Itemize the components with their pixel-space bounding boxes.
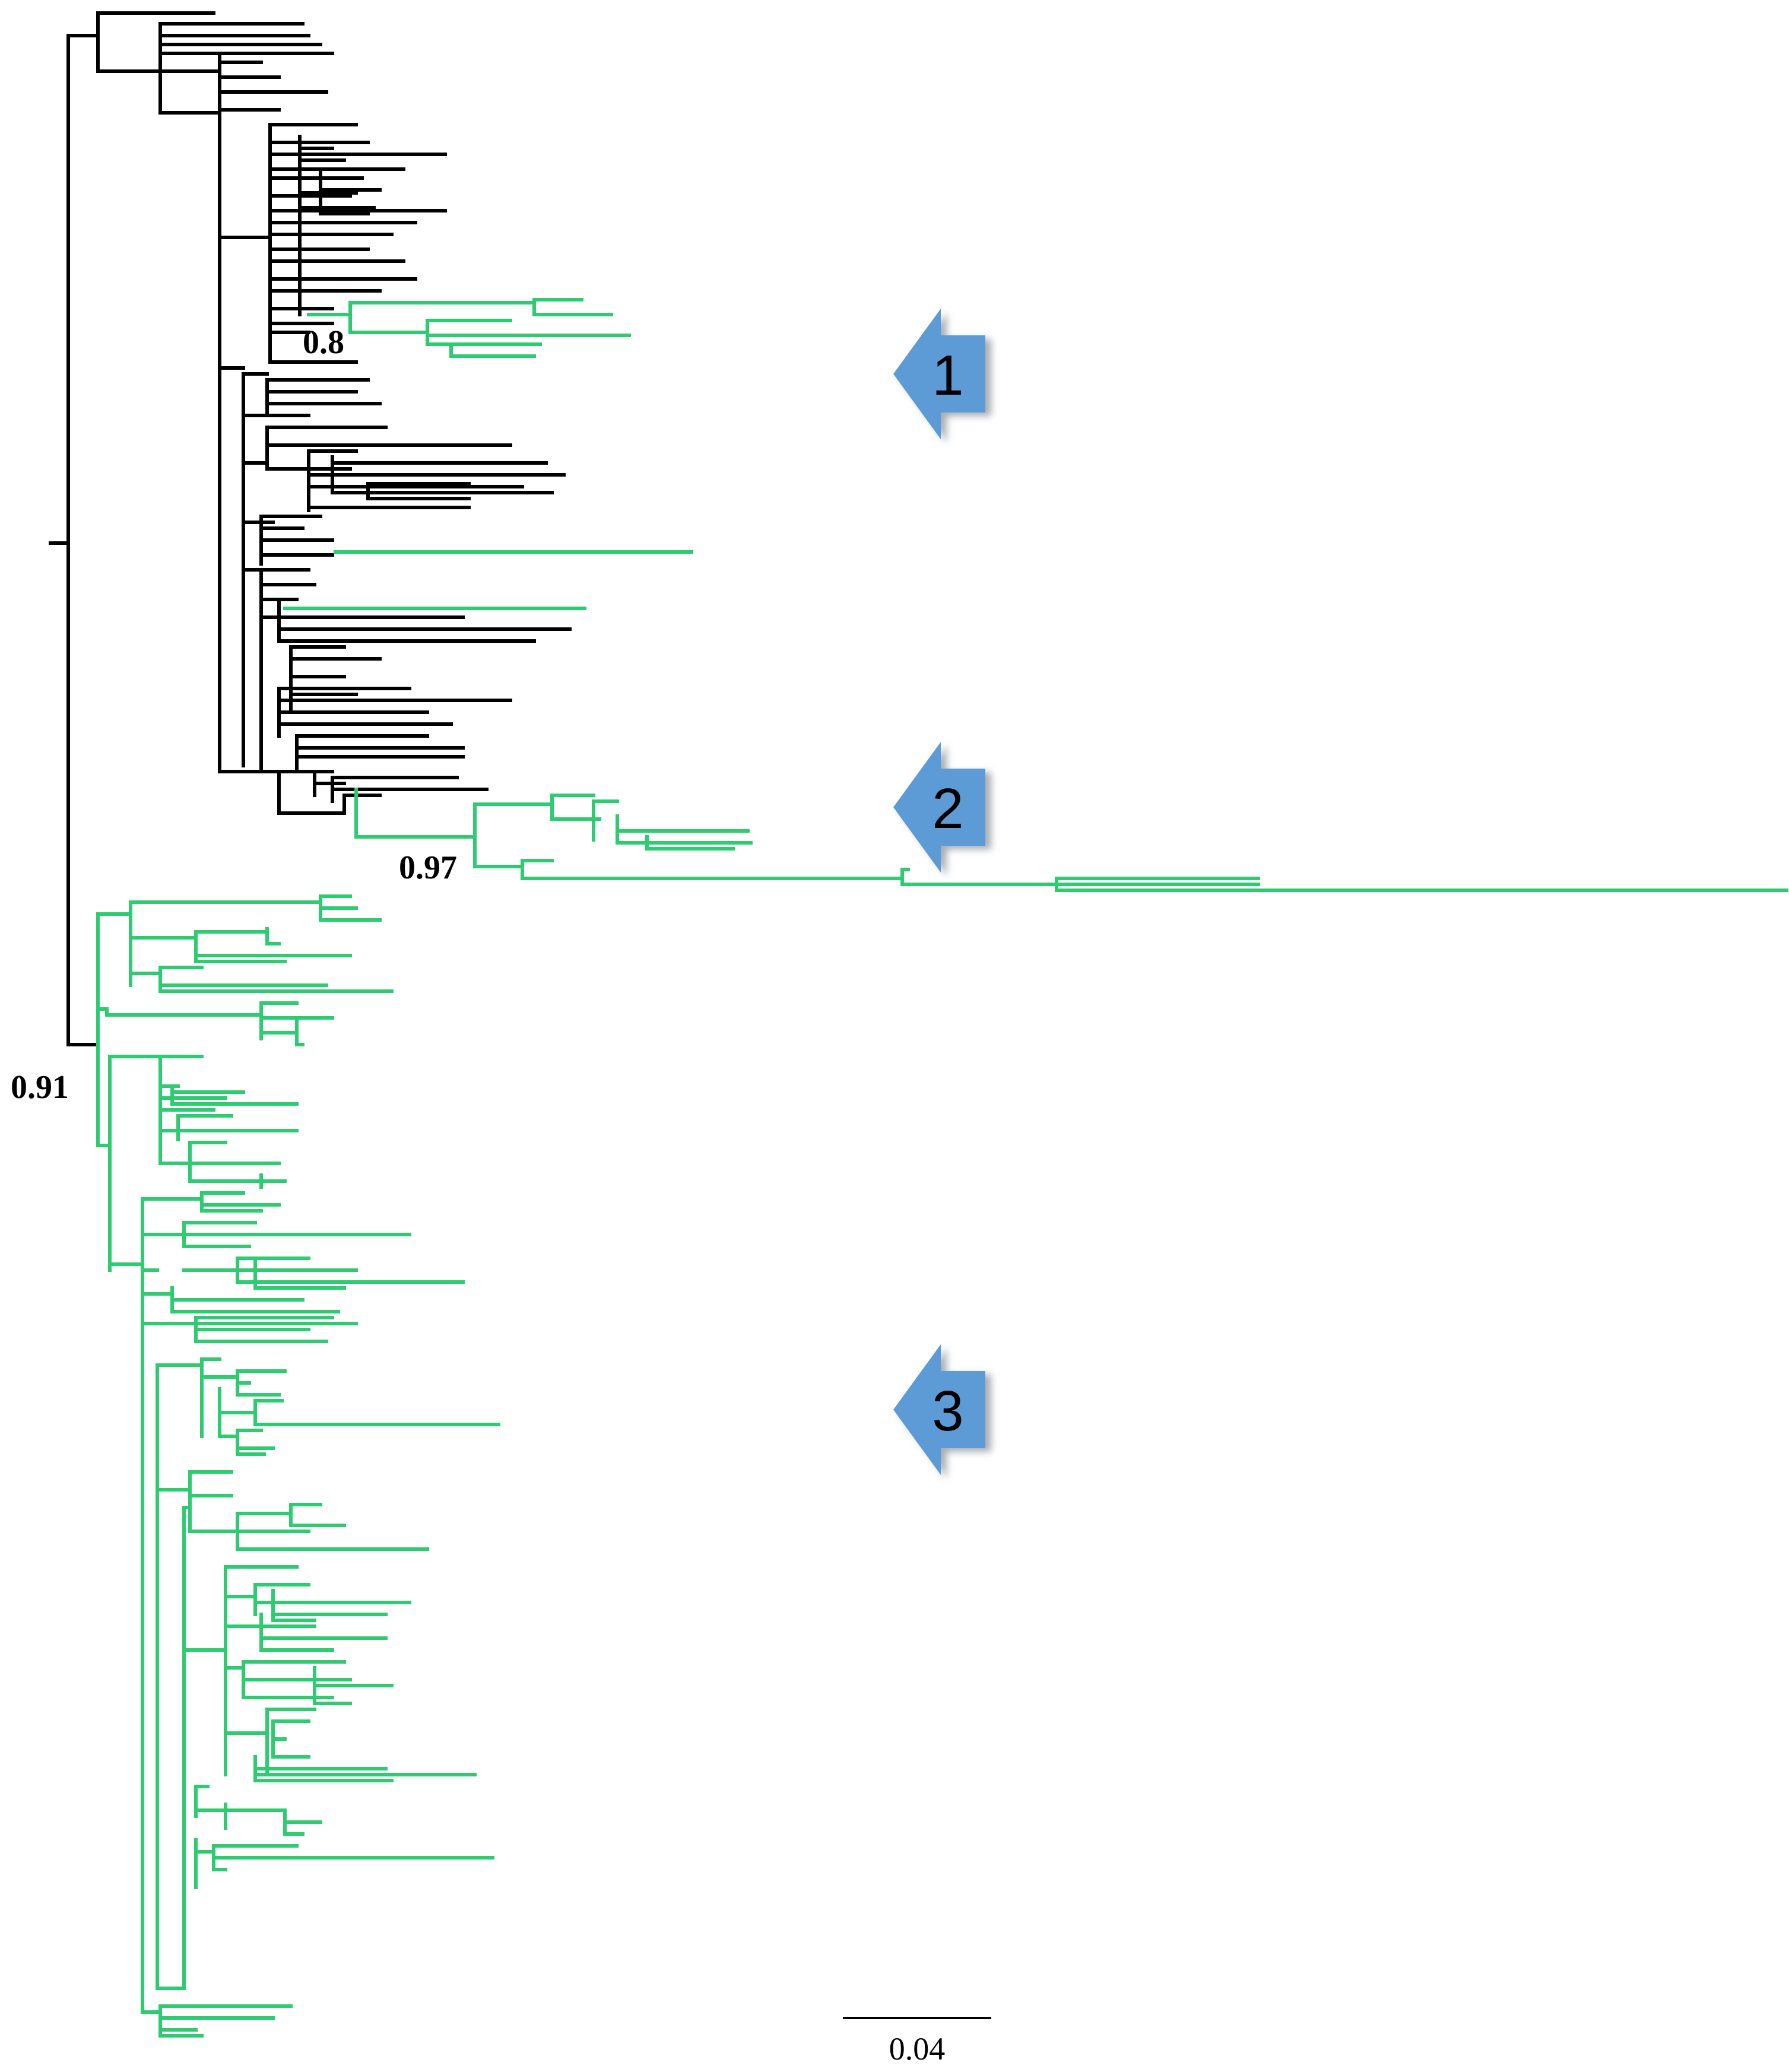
arrow-label-1: 1 [932, 344, 963, 407]
left-arrow-icon [893, 309, 985, 439]
arrow-label-3: 3 [932, 1379, 963, 1443]
highlight-clade-3 [96, 894, 500, 2038]
support-value-node-a: 0.8 [303, 324, 344, 361]
reference-clade [49, 11, 572, 1046]
arrow-marker-1: 1 [893, 309, 985, 439]
scale-bar: 0.04 [843, 2017, 991, 2067]
arrow-marker-3: 3 [893, 1344, 985, 1475]
scale-bar-label: 0.04 [889, 2031, 946, 2067]
root-branch [49, 34, 100, 1046]
highlight-clade-2 [354, 788, 1788, 892]
support-value-node-c: 0.91 [11, 1069, 69, 1106]
support-value-node-b: 0.97 [399, 849, 457, 886]
arrow-marker-2: 2 [893, 742, 985, 872]
arrow-label-2: 2 [932, 777, 963, 840]
highlight-clade-1 [283, 298, 693, 610]
left-arrow-icon [893, 1344, 985, 1475]
left-arrow-icon [893, 742, 985, 872]
